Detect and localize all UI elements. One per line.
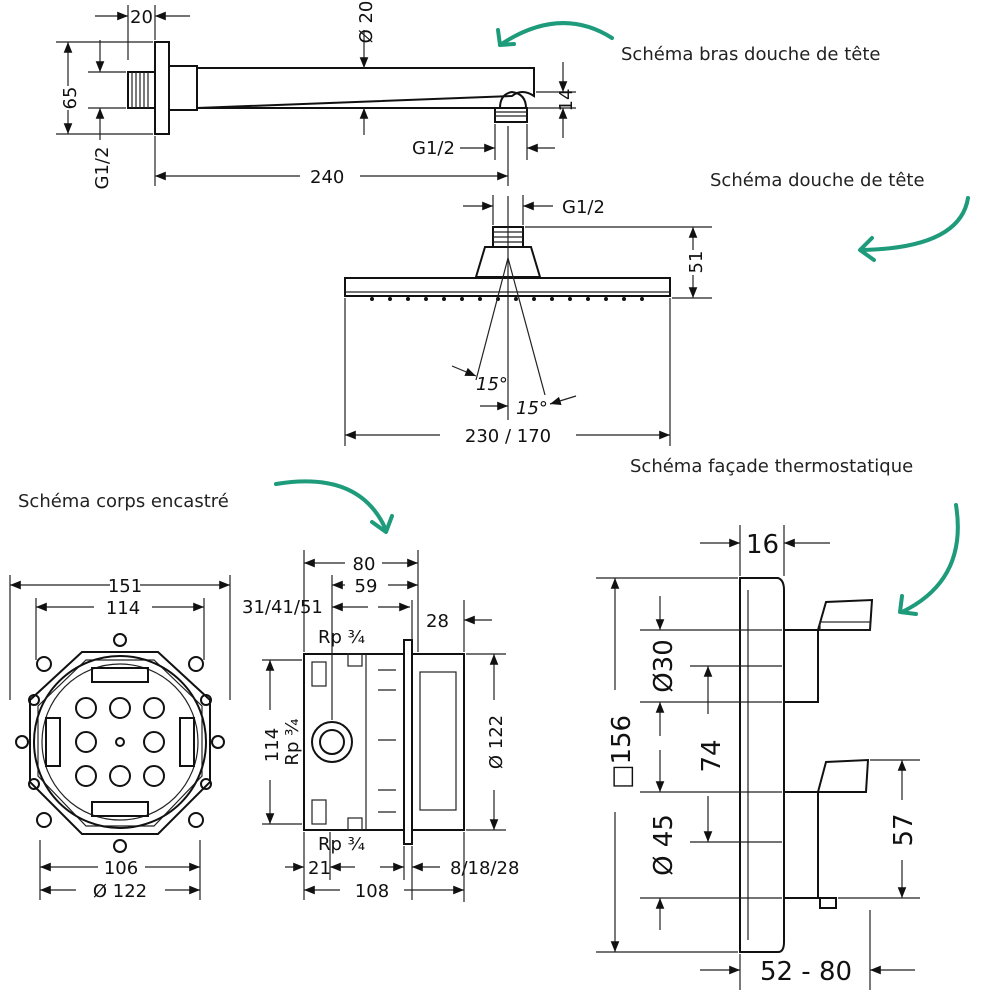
dim-51: 51 [686,251,707,274]
dim-65: 65 [60,87,81,110]
dim-106: 106 [104,858,138,879]
dim-diameter-20: Ø 20 [356,1,377,44]
caption-arm: Schéma bras douche de tête [621,44,880,65]
dim-d45: Ø 45 [649,814,679,876]
dim-57: 57 [889,813,919,846]
arm-tube [196,67,535,109]
dim-151: 151 [108,576,142,597]
dim-angle-a: 15° [476,374,508,395]
dim-31-41-51: 31/41/51 [242,597,323,618]
facade-plate [739,577,785,953]
body-ring [33,655,207,829]
facade-handle-top [783,629,819,703]
dim-g12-left: G1/2 [92,147,113,190]
dim-28: 28 [426,611,449,632]
dim-14: 14 [556,89,577,112]
dim-16: 16 [746,530,779,560]
dim-230-170: 230 / 170 [465,426,551,447]
dim-240: 240 [310,167,344,188]
dim-59: 59 [355,576,378,597]
dim-80: 80 [353,554,376,575]
arm-nozzle [494,107,528,123]
dim-74: 74 [697,739,727,772]
rp-bottom: Rp ¾ [318,834,365,855]
caption-facade: Schéma façade thermostatique [630,456,913,477]
dim-52-80: 52 - 80 [760,957,852,987]
facade-drawing: 16 □156 Ø30 74 Ø 45 57 52 [596,525,920,990]
dim-side-d122: Ø 122 [486,715,507,769]
annotations: Schéma bras douche de tête Schéma douche… [18,21,970,616]
body-octagon [29,651,211,835]
arrow-arm [498,21,614,47]
dim-side-114: 114 [262,728,283,762]
body-side-drawing: 80 59 31/41/51 28 Rp ¾ 114 Rp ¾ Ø 122 Rp… [242,550,519,902]
wall-flange [154,41,170,135]
arrow-body [274,479,388,532]
dim-156: □156 [607,715,637,789]
shower-head-drawing: G1/2 51 15° 15° 230 / 170 [344,195,712,447]
dim-108: 108 [355,881,389,902]
rp-top: Rp ¾ [318,627,365,648]
body-side-port [311,721,353,763]
dim-114: 114 [106,598,140,619]
dim-angle-b: 15° [516,398,548,419]
dim-d30: Ø30 [649,639,679,693]
caption-head: Schéma douche de tête [710,170,925,191]
body-front-drawing: 151 114 106 Ø 122 [9,575,231,902]
dim-20: 20 [130,7,153,28]
arrow-facade [900,503,960,614]
dim-8-18-28: 8/18/28 [450,858,519,879]
flange-thread [127,71,156,109]
body-side-cover [411,653,465,831]
arrow-head [860,196,970,252]
facade-handle-bottom [783,791,819,899]
caption-body: Schéma corps encastré [18,491,229,512]
shower-arm-drawing: 20 65 G1/2 Ø 20 14 G1/2 240 [56,1,577,190]
dim-front-d122: Ø 122 [93,881,147,902]
dim-head-g12: G1/2 [562,197,605,218]
dim-21: 21 [308,858,331,879]
dim-g12-right: G1/2 [412,138,455,159]
rp-left: Rp ¾ [282,718,303,765]
